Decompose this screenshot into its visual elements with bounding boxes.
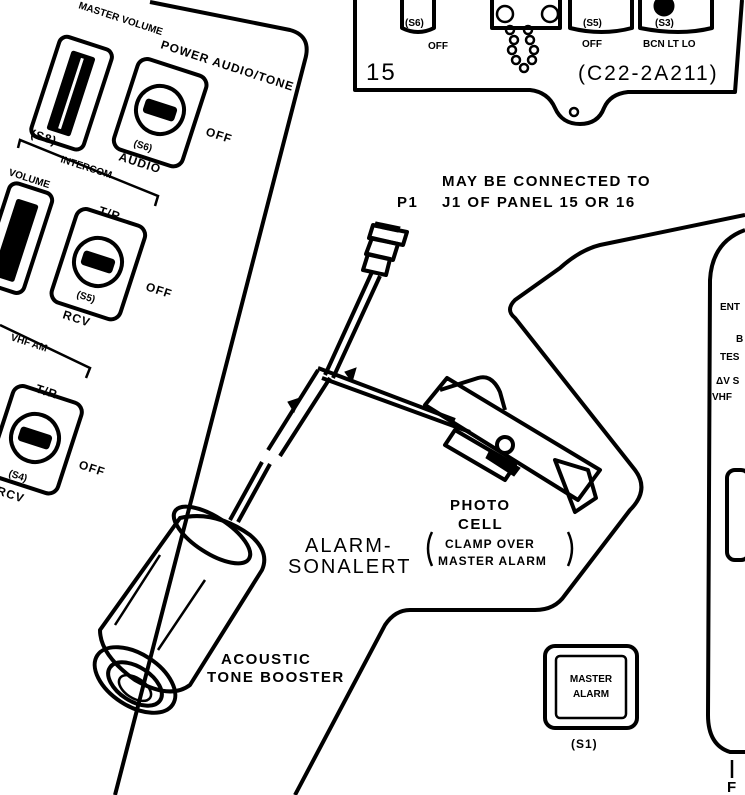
right-dvs: ΔV S [716,376,740,387]
master-alarm-button[interactable]: MASTER ALARM [543,644,639,730]
top-switch-housing [490,0,562,30]
photo-cell-label-1: PHOTO [450,497,511,514]
right-b: B [736,334,743,345]
vhf-am-label: VHF AM [9,332,49,354]
intercom-volume-slider[interactable] [0,181,55,295]
p1-connector[interactable] [361,221,409,277]
clamp-label-2: MASTER ALARM [438,554,547,568]
wire-harness [228,271,471,523]
connector-note-line-1: MAY BE CONNECTED TO [442,173,651,190]
s6-ref: (S6) [132,138,153,154]
connector-note-line-2: J1 OF PANEL 15 OR 16 [442,194,636,211]
top-s6-ref: (S6) [405,18,424,29]
right-ent: ENT [720,302,740,313]
s5-ref: (S5) [75,289,96,305]
photo-cell-label-2: CELL [458,516,503,533]
p1-label: P1 [397,194,418,211]
intercom-label: INTERCOM [59,154,113,181]
vhf-am-off-label: OFF [77,458,107,480]
right-tes: TES [720,352,740,363]
intercom-off-label: OFF [144,280,174,302]
clamp-label-1: CLAMP OVER [445,537,535,551]
top-off-1: OFF [428,41,448,52]
bead-chain [504,24,540,74]
alarm-label-line-1: ALARM- [305,535,393,557]
alarm-label-line-2: SONALERT [288,556,411,578]
panel-part-number: (C22-2A211) [578,62,719,85]
bcn-lt-lo-label: BCN LT LO [643,39,696,50]
panel-15: (S6) (S5) (S3) OFF OFF BCN LT LO 15 (C22… [353,0,744,126]
master-alarm-text-1: MASTER [570,674,613,685]
clamp-close-paren [566,531,574,567]
right-vhf: VHF [712,392,732,403]
vhf-am-tr-label: T/R [34,382,60,402]
vhf-am-tr-switch[interactable] [0,383,84,496]
right-f: F [727,779,738,795]
center-panel-outline [293,213,745,795]
top-off-2: OFF [582,39,602,50]
top-switch-s5[interactable] [568,0,634,34]
top-switch-s6[interactable] [400,0,436,34]
power-audio-tone-label: POWER AUDIO/TONE [159,38,296,94]
audio-label: AUDIO [117,150,163,177]
intercom-tr-switch[interactable] [49,206,148,322]
acoustic-label-1: ACOUSTIC [221,651,311,668]
power-off-label: OFF [204,125,234,147]
intercom-tr-label: T/R [97,204,123,224]
s1-ref: (S1) [571,737,598,751]
acoustic-label-2: TONE BOOSTER [207,669,345,686]
top-switch-s3[interactable] [638,0,714,34]
master-volume-label: MASTER VOLUME [77,0,164,38]
right-panel-cropped: ENT B TES ΔV S VHF F [706,228,745,795]
acoustic-tone-booster[interactable] [83,496,267,726]
top-s5-ref: (S5) [583,18,602,29]
master-volume-slider[interactable] [29,34,114,152]
master-alarm-text-2: ALARM [573,689,609,700]
clamp-open-paren [426,531,434,567]
power-audio-tone-switch[interactable] [111,56,209,169]
top-s3-ref: (S3) [655,18,674,29]
panel-number: 15 [366,59,397,86]
photo-cell-clamp[interactable] [423,375,602,514]
